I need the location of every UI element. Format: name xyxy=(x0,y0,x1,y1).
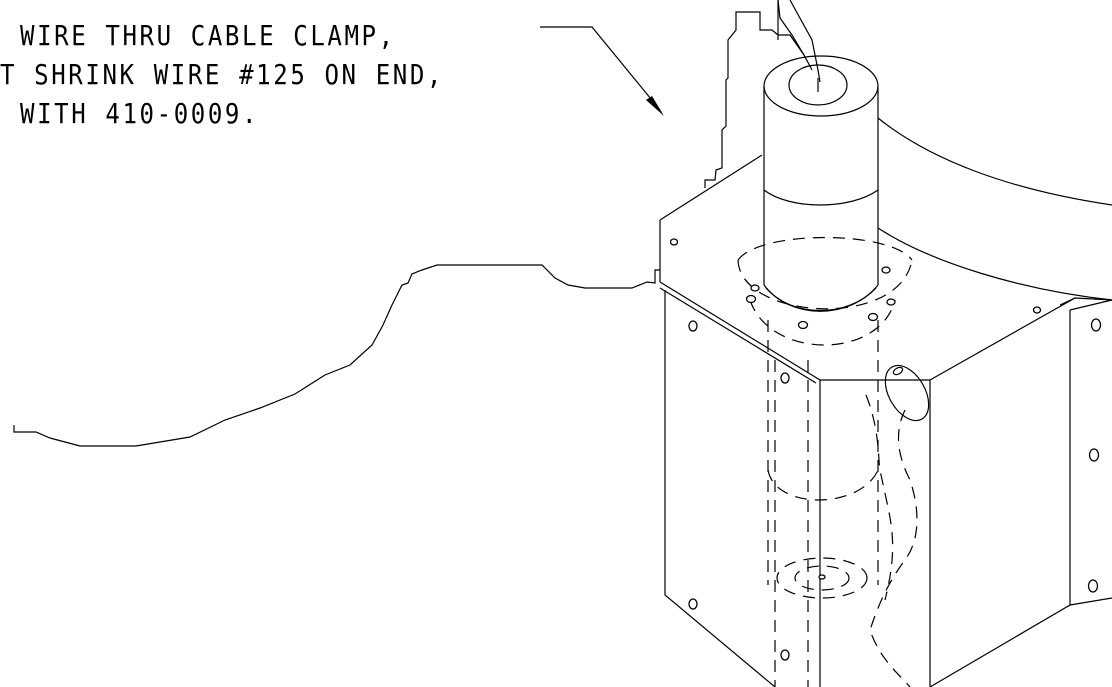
tube xyxy=(763,55,879,312)
hidden-features xyxy=(737,236,918,687)
note-line: WITH 410-0009. xyxy=(20,97,260,130)
note-line: T SHRINK WIRE #125 ON END, xyxy=(0,58,445,91)
box-body xyxy=(664,290,1112,687)
callout-note: WIRE THRU CABLE CLAMP, T SHRINK WIRE #12… xyxy=(0,12,554,132)
wire-path xyxy=(13,264,660,447)
wire-into-tube xyxy=(789,0,821,83)
note-line: WIRE THRU CABLE CLAMP, xyxy=(20,19,396,52)
housing-arc-lower xyxy=(877,227,1112,301)
leader-arrow xyxy=(540,26,664,116)
housing-arc-upper xyxy=(877,117,1112,206)
stepped-wire-edge xyxy=(704,11,813,188)
mounting-holes xyxy=(669,238,1102,661)
cable-clamp-slot xyxy=(884,364,930,422)
wire-top-strand xyxy=(777,0,805,56)
top-plate xyxy=(659,154,1112,384)
